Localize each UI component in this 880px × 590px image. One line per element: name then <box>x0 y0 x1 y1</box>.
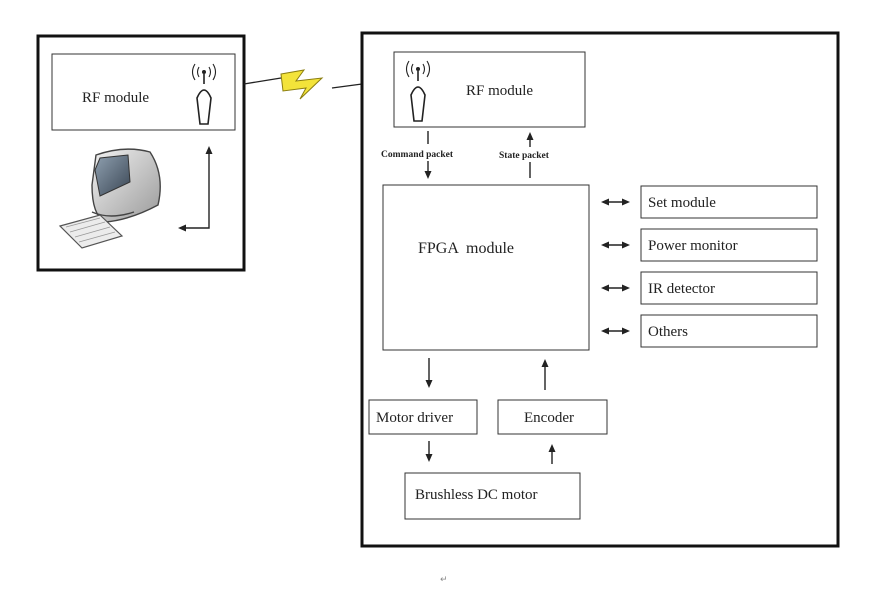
peripheral-set-module: Set module <box>601 185 818 219</box>
arrow-head <box>178 224 186 232</box>
host-system-frame <box>36 34 246 272</box>
arrow-head <box>526 132 534 140</box>
host-rf-module-label: RF module <box>82 90 149 106</box>
power-monitor-box <box>640 228 818 262</box>
power-monitor-label: Power monitor <box>648 238 738 254</box>
footer-mark: ↵ <box>440 575 448 585</box>
arrow-head <box>601 284 609 292</box>
arrow-head <box>622 284 630 292</box>
state-packet-label: State packet <box>499 151 550 161</box>
antenna-icon <box>405 60 431 122</box>
set-module-label: Set module <box>648 195 716 211</box>
device-rf-module-label: RF module <box>466 83 533 99</box>
fpga-module-box <box>382 184 590 351</box>
host-link-line <box>184 153 210 229</box>
device-rf-module-box <box>393 51 586 128</box>
arrow-head <box>622 241 630 249</box>
arrow-head <box>622 198 630 206</box>
brushless-motor-label: Brushless DC motor <box>415 487 538 503</box>
arrow-head <box>424 171 432 179</box>
encoder-label: Encoder <box>524 410 574 426</box>
arrow-head <box>541 359 549 367</box>
wireless-link-icon <box>243 69 363 100</box>
motor-driver-box <box>368 399 478 435</box>
others-box <box>640 314 818 348</box>
peripheral-ir-detector: IR detector <box>601 271 818 305</box>
fpga-module-label: FPGA module <box>418 240 514 257</box>
motor-driver-label: Motor driver <box>376 410 453 426</box>
peripheral-others: Others <box>601 314 818 348</box>
set-module-box <box>640 185 818 219</box>
device-system-frame <box>360 31 840 548</box>
antenna-icon <box>191 63 217 125</box>
arrow-head <box>601 241 609 249</box>
computer-icon <box>58 148 161 249</box>
arrow-head <box>622 327 630 335</box>
arrow-head <box>425 380 433 388</box>
arrow-head <box>425 454 433 462</box>
encoder-box <box>497 399 608 435</box>
brushless-motor-box <box>404 472 581 520</box>
arrow-head <box>601 198 609 206</box>
command-packet-label: Command packet <box>381 150 454 160</box>
arrow-head <box>205 146 213 154</box>
ir-detector-label: IR detector <box>648 281 715 297</box>
arrow-head <box>548 444 556 452</box>
others-label: Others <box>648 324 688 340</box>
peripheral-power-monitor: Power monitor <box>601 228 818 262</box>
ir-detector-box <box>640 271 818 305</box>
arrow-head <box>601 327 609 335</box>
